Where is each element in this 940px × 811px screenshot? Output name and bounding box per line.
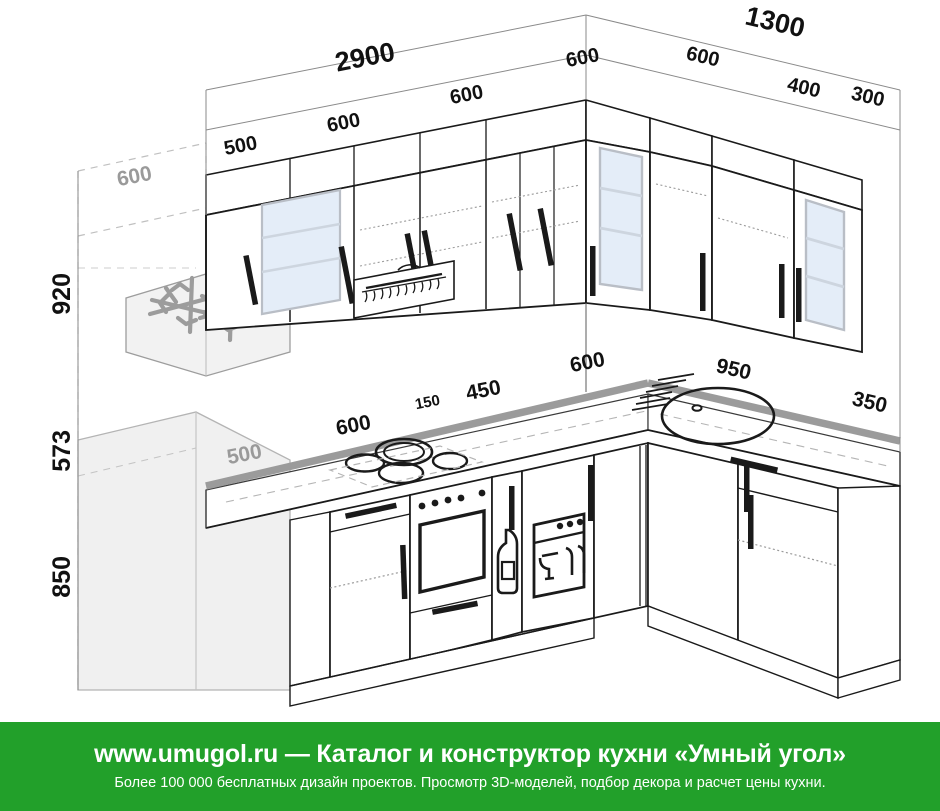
- footer-subtitle: Более 100 000 бесплатных дизайн проектов…: [114, 775, 826, 792]
- oven-icon: [418, 489, 486, 615]
- sink-icon: [631, 373, 776, 446]
- glass-panel: [260, 188, 342, 316]
- cooktop-icon: [327, 437, 485, 488]
- countertop: [205, 379, 901, 529]
- glass-door-handle: [243, 254, 259, 306]
- dimension-lines: [77, 14, 901, 690]
- footer-banner: www.umugol.ru — Каталог и конструктор ку…: [0, 722, 940, 811]
- upper-run-right: [711, 134, 863, 354]
- footer-title: www.umugol.ru — Каталог и конструктор ку…: [94, 739, 846, 768]
- base-run-left: [289, 453, 595, 707]
- base-run-right: [593, 441, 901, 700]
- dishwasher-icon: [532, 512, 586, 599]
- bottle-icon: [496, 528, 519, 595]
- range-hood-icon: [353, 260, 455, 319]
